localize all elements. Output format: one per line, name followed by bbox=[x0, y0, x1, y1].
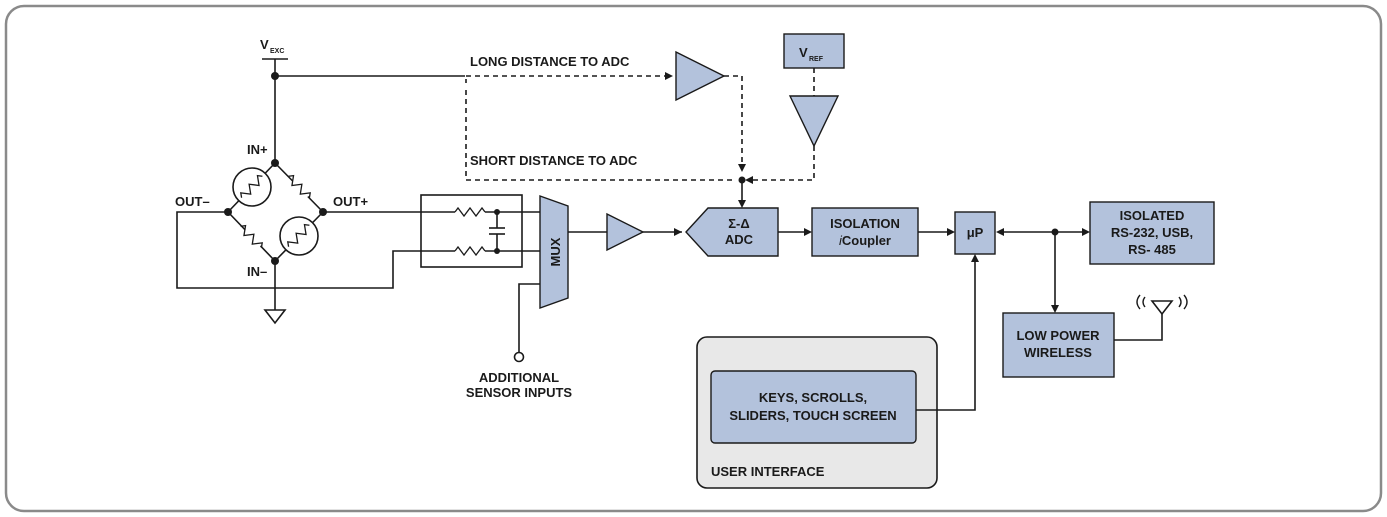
additional-inputs-label: ADDITIONAL bbox=[479, 370, 559, 385]
svg-text:ADC: ADC bbox=[725, 232, 754, 247]
ground-symbol bbox=[263, 309, 287, 325]
isolation-icoupler-block bbox=[811, 207, 919, 257]
keys-label: KEYS, SCROLLS, bbox=[759, 390, 867, 405]
mux-block bbox=[539, 195, 569, 309]
wheatstone-bridge bbox=[224, 159, 327, 265]
resistor-top-right bbox=[284, 172, 316, 204]
outer-frame bbox=[4, 4, 1383, 513]
in-minus-label: IN– bbox=[247, 264, 267, 279]
resistor-bottom-left bbox=[236, 222, 268, 254]
strain-gauge-top-left bbox=[232, 167, 272, 207]
mux-label: MUX bbox=[548, 237, 563, 266]
isolated-interface-block bbox=[1089, 201, 1215, 265]
long-distance-label: LONG DISTANCE TO ADC bbox=[470, 54, 630, 69]
low-power-wireless-block bbox=[1002, 312, 1115, 378]
svg-text:SLIDERS, TOUCH SCREEN: SLIDERS, TOUCH SCREEN bbox=[729, 408, 896, 423]
svg-text:V: V bbox=[799, 45, 808, 60]
vref-buffer bbox=[788, 95, 840, 148]
out-minus-label: OUT– bbox=[175, 194, 210, 209]
microprocessor-label: μP bbox=[967, 225, 984, 240]
keys-touch-screen-block[interactable] bbox=[710, 370, 917, 444]
isolated-label: ISOLATED bbox=[1120, 208, 1185, 223]
svg-text:WIRELESS: WIRELESS bbox=[1024, 345, 1092, 360]
svg-text:EXC: EXC bbox=[270, 48, 284, 55]
antenna-icon bbox=[1136, 294, 1188, 316]
isolation-label: ISOLATION bbox=[830, 216, 900, 231]
adc-label: Σ-Δ bbox=[728, 216, 749, 231]
additional-input-terminal bbox=[513, 351, 525, 363]
amplifier-triangle bbox=[606, 212, 645, 252]
svg-text:REF: REF bbox=[809, 56, 824, 63]
microprocessor-block bbox=[954, 211, 996, 255]
svg-text:SENSOR INPUTS: SENSOR INPUTS bbox=[466, 385, 573, 400]
long-distance-amp bbox=[675, 50, 726, 102]
input-filter bbox=[420, 194, 523, 268]
short-distance-label: SHORT DISTANCE TO ADC bbox=[470, 153, 638, 168]
vexc-label: V EXC bbox=[260, 37, 284, 55]
in-plus-label: IN+ bbox=[247, 142, 268, 157]
svg-text:RS- 485: RS- 485 bbox=[1128, 242, 1176, 257]
user-interface-label: USER INTERFACE bbox=[711, 464, 825, 479]
icoupler-label: iCoupler bbox=[839, 233, 891, 248]
strain-gauge-bottom-right bbox=[279, 216, 319, 256]
low-power-wireless-label: LOW POWER bbox=[1016, 328, 1100, 343]
out-plus-label: OUT+ bbox=[333, 194, 368, 209]
vref-label: V REF bbox=[799, 45, 824, 63]
svg-text:V: V bbox=[260, 37, 269, 52]
svg-text:RS-232, USB,: RS-232, USB, bbox=[1111, 225, 1193, 240]
